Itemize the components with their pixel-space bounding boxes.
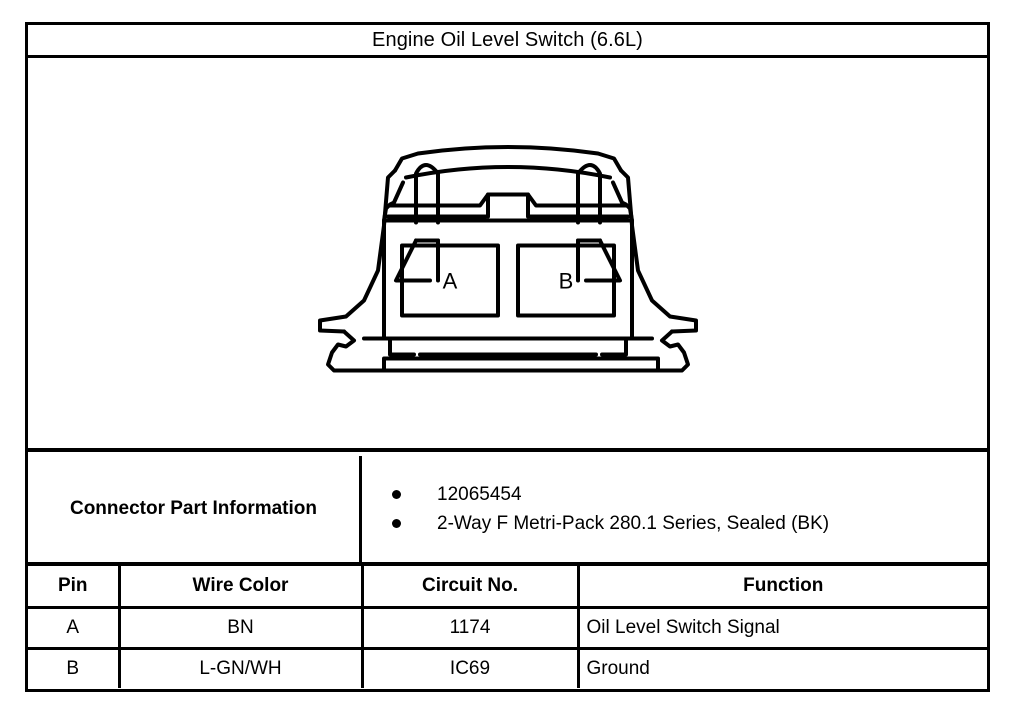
table-row: B L-GN/WH IC69 Ground [28,648,987,688]
connector-left-latch-arm [325,329,360,373]
column-header-pin: Pin [28,566,121,609]
cavity-label-b: B [558,268,573,293]
cell-wire-color: BN [119,607,364,650]
cell-function: Ground [578,648,987,688]
connector-right-shell-outline [618,168,698,334]
connector-right-rib-flare [583,238,622,283]
part-information-bullet-item: 2-Way F Metri-Pack 280.1 Series, Sealed … [392,514,979,533]
connector-top-arch-inner [403,165,612,180]
cell-function: Oil Level Switch Signal [578,607,987,650]
cell-circuit-no: IC69 [362,648,580,688]
cavity-label-a: A [442,268,457,293]
table-row: A BN 1174 Oil Level Switch Signal [28,607,987,650]
part-information-label-cell: Connector Part Information [28,456,362,562]
column-header-circuit-no: Circuit No. [362,566,580,609]
column-header-function: Function [578,566,987,609]
column-header-wire-color: Wire Color [119,566,364,609]
connector-left-shell-outline [317,168,397,334]
part-information-label: Connector Part Information [69,498,317,519]
title-bar: Engine Oil Level Switch (6.6L) [28,25,987,58]
cavity-box-a [399,243,500,318]
cell-circuit-no: 1174 [362,607,580,650]
table-header-row: Pin Wire Color Circuit No. Function [28,566,987,609]
connector-base-flange [355,356,660,373]
connector-info-frame: Engine Oil Level Switch (6.6L) [25,22,990,692]
part-description-value: 2-Way F Metri-Pack 280.1 Series, Sealed … [437,513,830,534]
connector-base-notch-right [599,338,628,357]
bullet-dot-icon [392,490,401,499]
part-information-value-cell: 12065454 2-Way F Metri-Pack 280.1 Series… [362,456,987,562]
cell-pin: A [28,607,121,650]
connector-right-latch-arm [655,329,690,373]
connector-left-rib [413,163,440,225]
cell-pin: B [28,648,121,688]
cavity-box-b [515,243,616,318]
connector-center-keyway-notch [485,192,530,219]
connector-left-rib-flare [393,238,432,283]
bullet-dot-icon [392,519,401,528]
part-information-bullet-item: 12065454 [392,485,979,504]
page-title: Engine Oil Level Switch (6.6L) [372,28,643,51]
cell-wire-color: L-GN/WH [119,648,364,688]
connector-right-rib [575,163,602,225]
connector-base-notch-left [387,338,416,357]
pinout-table: Pin Wire Color Circuit No. Function A BN… [28,566,987,688]
connector-part-information-row: Connector Part Information 12065454 2-Wa… [28,456,987,566]
connector-end-view-diagram: A B [317,145,698,373]
connector-illustration-pane: A B [28,58,987,452]
part-number-value: 12065454 [437,484,522,505]
connector-shoulder-ledge [387,192,628,208]
connector-top-arch-outer [392,145,623,173]
